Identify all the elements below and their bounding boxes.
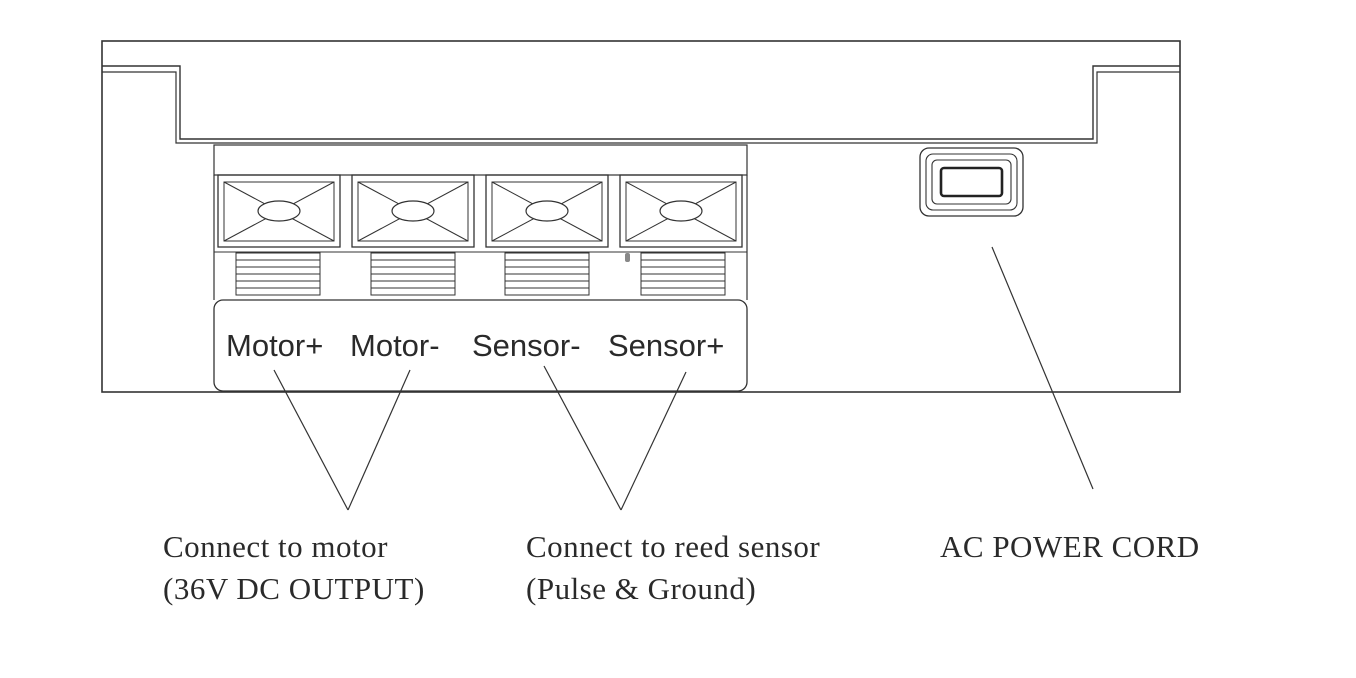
motor-annotation-line1: Connect to motor (163, 529, 388, 564)
terminal-label-sensor-plus: Sensor+ (608, 328, 724, 363)
sensor-annotation-line2: (Pulse & Ground) (526, 571, 756, 606)
ac-power-socket (919, 147, 1024, 217)
terminal-fins-1 (235, 252, 321, 296)
terminal-screw-1 (217, 174, 341, 248)
terminal-label-sensor-minus: Sensor- (472, 328, 581, 363)
power-leader-line (991, 246, 1094, 490)
mounting-mark (625, 253, 630, 262)
terminal-fins-3 (504, 252, 590, 296)
terminal-fins-4 (640, 252, 726, 296)
terminal-label-motor-minus: Motor- (350, 328, 440, 363)
controller-enclosure (101, 40, 1181, 393)
terminal-fins-2 (370, 252, 456, 296)
terminal-block (213, 144, 748, 300)
terminal-screw-4 (619, 174, 743, 248)
power-annotation: AC POWER CORD (940, 529, 1200, 564)
terminal-label-panel (213, 299, 748, 392)
terminal-screw-3 (485, 174, 609, 248)
terminal-label-motor-plus: Motor+ (226, 328, 323, 363)
motor-annotation-line2: (36V DC OUTPUT) (163, 571, 425, 606)
sensor-leader-lines (543, 365, 687, 511)
sensor-annotation-line1: Connect to reed sensor (526, 529, 820, 564)
terminal-screw-2 (351, 174, 475, 248)
motor-leader-lines (273, 369, 411, 511)
